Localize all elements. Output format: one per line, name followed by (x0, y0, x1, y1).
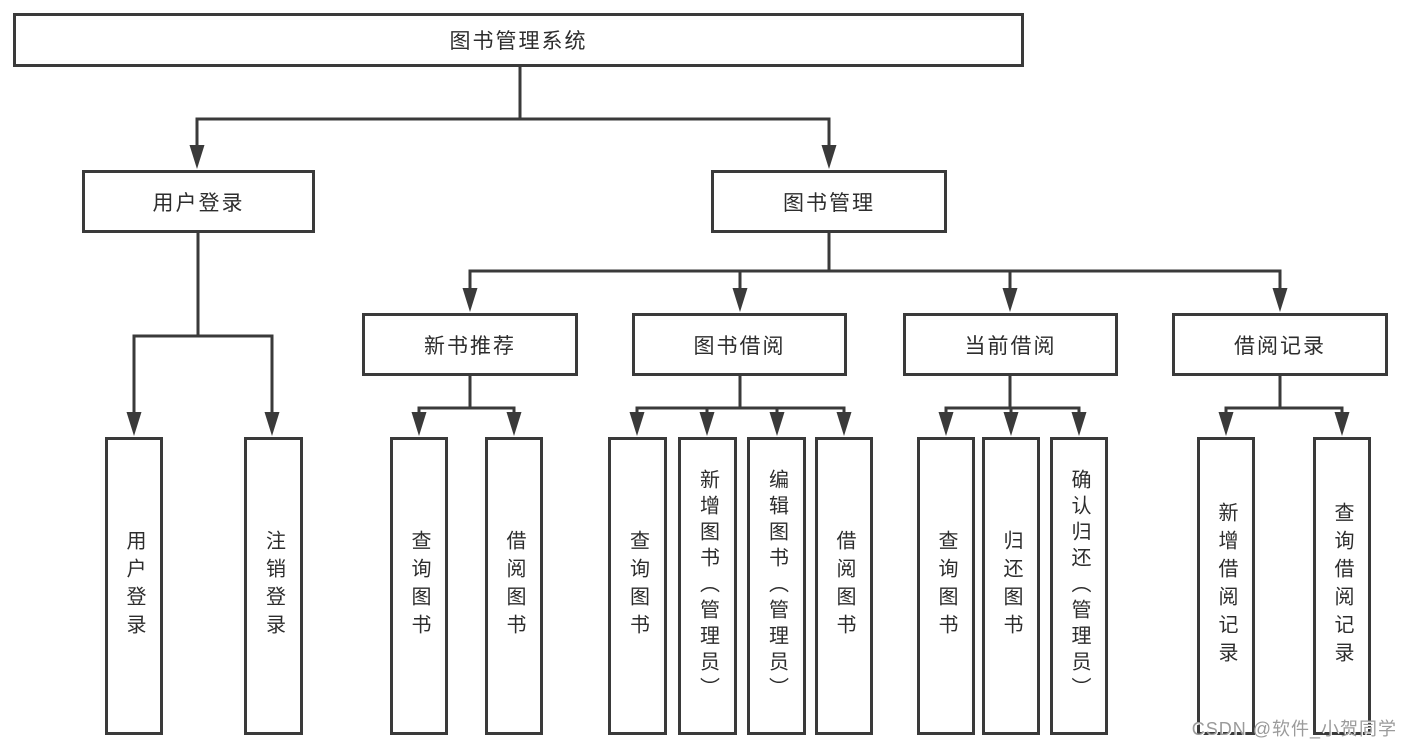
node-label: 新书推荐 (424, 334, 516, 358)
leaf-label: 编辑图书（管理员） (765, 469, 788, 703)
edge-current-borrowing-to-leaves (938, 376, 1087, 436)
leaf-label: 查询图书 (626, 530, 649, 642)
leaf-edit-books-admin: 编辑图书（管理员） (747, 437, 806, 735)
leaf-label: 归还图书 (1000, 530, 1022, 642)
leaf-user-login: 用户登录 (105, 437, 163, 735)
leaf-label: 新增借阅记录 (1215, 502, 1237, 670)
node-label: 图书管理系统 (449, 30, 588, 53)
node-library-management-system: 图书管理系统 (13, 13, 1024, 67)
edge-book-management-to-level3 (462, 233, 1288, 312)
csdn-watermark: CSDN @软件_小贺同学 (1191, 719, 1397, 739)
node-borrowing-records: 借阅记录 (1172, 313, 1388, 376)
leaf-borrow-books-recommend: 借阅图书 (485, 437, 543, 735)
edge-user-login-to-leaves (126, 233, 280, 436)
node-user-login: 用户登录 (82, 170, 315, 233)
edge-new-book-recommendation-to-leaves (411, 376, 522, 436)
node-label: 借阅记录 (1234, 334, 1326, 358)
node-label: 当前借阅 (964, 334, 1057, 358)
leaf-label: 查询借阅记录 (1331, 502, 1353, 670)
leaf-logout: 注销登录 (244, 437, 303, 735)
edge-root-to-level2 (189, 66, 837, 169)
leaf-add-books-admin: 新增图书（管理员） (678, 437, 737, 735)
leaf-label: 新增图书（管理员） (696, 469, 719, 703)
leaf-borrow-books: 借阅图书 (815, 437, 873, 735)
leaf-label: 查询图书 (935, 530, 957, 642)
leaf-query-books-recommend: 查询图书 (390, 437, 448, 735)
node-label: 图书借阅 (693, 334, 786, 358)
leaf-query-books-current: 查询图书 (917, 437, 975, 735)
node-new-book-recommendation: 新书推荐 (362, 313, 578, 376)
edge-book-borrowing-to-leaves (629, 376, 852, 436)
node-book-borrowing: 图书借阅 (632, 313, 847, 376)
leaf-add-borrow-record: 新增借阅记录 (1197, 437, 1255, 735)
leaf-label: 借阅图书 (503, 530, 525, 642)
node-book-management: 图书管理 (711, 170, 947, 233)
node-label: 图书管理 (783, 191, 875, 215)
leaf-label: 查询图书 (408, 530, 430, 642)
leaf-confirm-return-admin: 确认归还（管理员） (1050, 437, 1108, 735)
node-label: 用户登录 (152, 191, 245, 215)
leaf-query-borrow-record: 查询借阅记录 (1313, 437, 1371, 735)
leaf-return-books: 归还图书 (982, 437, 1040, 735)
leaf-label: 确认归还（管理员） (1068, 469, 1090, 703)
edge-borrowing-records-to-leaves (1218, 376, 1350, 436)
node-current-borrowing: 当前借阅 (903, 313, 1118, 376)
leaf-label: 用户登录 (123, 530, 145, 642)
leaf-query-books-borrowing: 查询图书 (608, 437, 667, 735)
leaf-label: 借阅图书 (833, 530, 855, 642)
leaf-label: 注销登录 (262, 530, 285, 642)
